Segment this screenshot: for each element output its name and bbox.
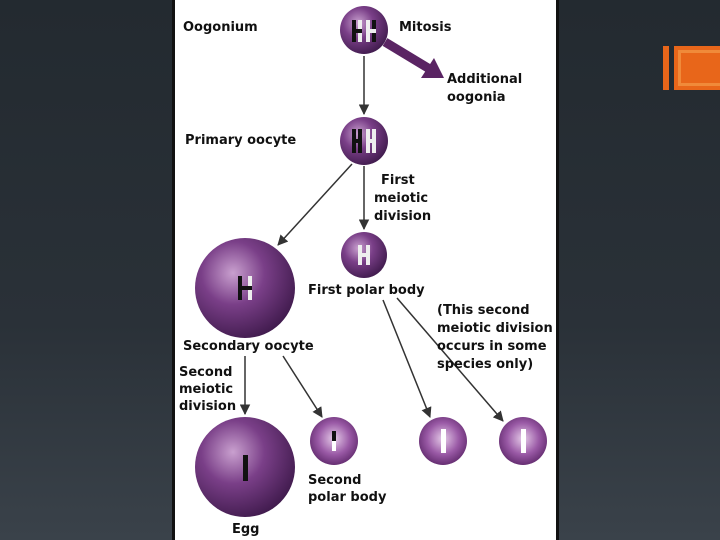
arrow-mitosis: [382, 38, 444, 78]
label-note-3: occurs in some: [437, 339, 547, 354]
label-second-polar-body-1: Second: [308, 473, 361, 488]
arrow-secondary-to-second-polar: [282, 355, 323, 418]
cell-first-polar-body: [341, 232, 387, 278]
cell-polar-body-b: [499, 417, 547, 465]
arrow-polar-to-polar-b: [396, 297, 504, 422]
label-egg: Egg: [232, 522, 260, 537]
label-first-meiotic-2: meiotic: [374, 191, 428, 206]
label-primary-oocyte: Primary oocyte: [185, 133, 296, 148]
label-additional-2: oogonia: [447, 90, 506, 105]
cell-egg: [195, 417, 295, 517]
label-first-meiotic-3: division: [374, 209, 431, 224]
cell-secondary-oocyte: [195, 238, 295, 338]
arrow-polar-to-polar-a: [382, 299, 432, 418]
label-additional-1: Additional: [447, 72, 522, 87]
label-note-2: meiotic division: [437, 321, 553, 336]
label-secondary-oocyte: Secondary oocyte: [183, 339, 314, 354]
label-first-meiotic-1: First: [381, 173, 415, 188]
label-second-meiotic-2: meiotic: [179, 382, 233, 397]
label-mitosis: Mitosis: [399, 20, 452, 35]
label-second-polar-body-2: polar body: [308, 490, 387, 505]
accent-bar: [663, 46, 669, 90]
label-first-polar-body: First polar body: [308, 283, 425, 298]
cell-primary-oocyte: [340, 117, 388, 165]
cell-second-polar-body: [310, 417, 358, 465]
arrow-primary-to-secondary: [277, 163, 353, 246]
label-second-meiotic-1: Second: [179, 365, 232, 380]
cell-polar-body-a: [419, 417, 467, 465]
label-second-meiotic-3: division: [179, 399, 236, 414]
accent-square: [674, 46, 720, 90]
label-note-1: (This second: [437, 303, 530, 318]
label-oogonium: Oogonium: [183, 20, 258, 35]
label-note-4: species only): [437, 357, 533, 372]
cell-oogonium: [340, 6, 388, 54]
